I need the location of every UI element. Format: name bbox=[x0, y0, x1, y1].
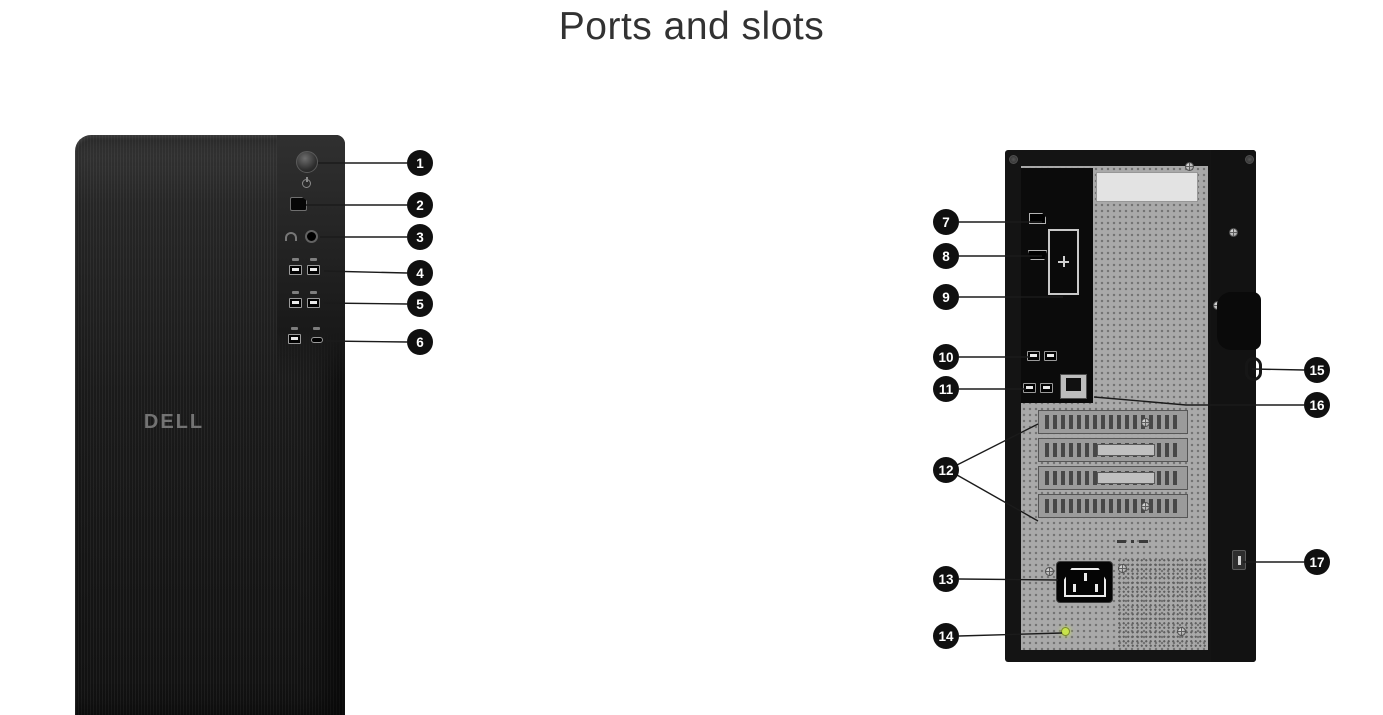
psu-screw bbox=[1118, 564, 1127, 573]
callout-11: 11 bbox=[933, 376, 959, 402]
power-connector-port bbox=[1056, 561, 1113, 603]
panel-screw bbox=[1185, 162, 1194, 171]
callout-8: 8 bbox=[933, 243, 959, 269]
power-icon bbox=[302, 177, 311, 188]
padlock-ring bbox=[1245, 357, 1262, 381]
expansion-slot bbox=[1038, 494, 1188, 518]
front-usb-a-port bbox=[289, 298, 302, 308]
cable-hook bbox=[1217, 292, 1261, 350]
psu-screw bbox=[1177, 627, 1186, 636]
slot-vents bbox=[1045, 415, 1181, 429]
psu-screw bbox=[1045, 567, 1054, 576]
headset-icon bbox=[285, 232, 297, 241]
callout-17: 17 bbox=[1304, 549, 1330, 575]
usb-speed-icon bbox=[310, 291, 317, 294]
callout-13: 13 bbox=[933, 566, 959, 592]
callout-15: 15 bbox=[1304, 357, 1330, 383]
socket-prong bbox=[1095, 584, 1098, 592]
slot-vents bbox=[1045, 499, 1181, 513]
slot-filler-handle bbox=[1097, 444, 1155, 456]
rear-io-area bbox=[1021, 168, 1093, 403]
front-usb-a-port bbox=[307, 298, 320, 308]
c14-socket-outline bbox=[1064, 568, 1106, 597]
displayport bbox=[1029, 213, 1046, 224]
psu-diagnostic-led bbox=[1061, 627, 1070, 636]
socket-prong bbox=[1084, 573, 1087, 581]
slot-thumbscrew bbox=[1141, 502, 1150, 511]
rear-usb-a-port bbox=[1044, 351, 1057, 361]
panel-screw bbox=[1229, 228, 1238, 237]
power-button bbox=[296, 151, 318, 173]
chassis-screw bbox=[1245, 155, 1254, 164]
hdmi-port bbox=[1028, 250, 1047, 260]
page-title: Ports and slots bbox=[558, 5, 825, 48]
dell-logo: DELL bbox=[143, 411, 205, 433]
callout-10: 10 bbox=[933, 344, 959, 370]
rear-usb-a-port bbox=[1040, 383, 1053, 393]
expansion-slot bbox=[1038, 438, 1188, 462]
usb-icon bbox=[310, 258, 317, 261]
sd-card-slot bbox=[290, 197, 307, 211]
callout-9: 9 bbox=[933, 284, 959, 310]
usb-speed-icon bbox=[292, 291, 299, 294]
callout-14: 14 bbox=[933, 623, 959, 649]
callout-6: 6 bbox=[407, 329, 433, 355]
usb-icon bbox=[292, 258, 299, 261]
callout-1: 1 bbox=[407, 150, 433, 176]
front-usb-c-port bbox=[311, 337, 323, 343]
rear-usb-a-port bbox=[1027, 351, 1040, 361]
callout-3: 3 bbox=[407, 224, 433, 250]
callout-16: 16 bbox=[1304, 392, 1330, 418]
security-lock-slot bbox=[1232, 550, 1246, 570]
callout-7: 7 bbox=[933, 209, 959, 235]
slot-thumbscrew bbox=[1141, 418, 1150, 427]
front-usb-a-port bbox=[288, 334, 301, 344]
usb-c-icon bbox=[313, 327, 320, 330]
socket-prong bbox=[1073, 584, 1076, 592]
chassis-screw bbox=[1009, 155, 1018, 164]
callout-4: 4 bbox=[407, 260, 433, 286]
pull-tab-label bbox=[1096, 172, 1198, 202]
front-usb-a-port bbox=[307, 265, 320, 275]
rj45-ethernet-port bbox=[1060, 374, 1087, 399]
front-usb-a-port bbox=[289, 265, 302, 275]
alignment-marks bbox=[1117, 540, 1149, 544]
psu-vent-grid bbox=[1117, 558, 1207, 648]
optional-port-screw-icon bbox=[1058, 256, 1069, 267]
rear-side-column bbox=[1211, 150, 1256, 662]
rear-usb-a-port bbox=[1023, 383, 1036, 393]
expansion-slot bbox=[1038, 410, 1188, 434]
callout-12: 12 bbox=[933, 457, 959, 483]
callout-5: 5 bbox=[407, 291, 433, 317]
front-view-tower: DELL bbox=[75, 135, 345, 715]
expansion-slot bbox=[1038, 466, 1188, 490]
callout-2: 2 bbox=[407, 192, 433, 218]
usb-speed-icon bbox=[291, 327, 298, 330]
slot-filler-handle bbox=[1097, 472, 1155, 484]
rear-view-tower bbox=[1005, 150, 1262, 662]
headset-jack bbox=[305, 230, 318, 243]
